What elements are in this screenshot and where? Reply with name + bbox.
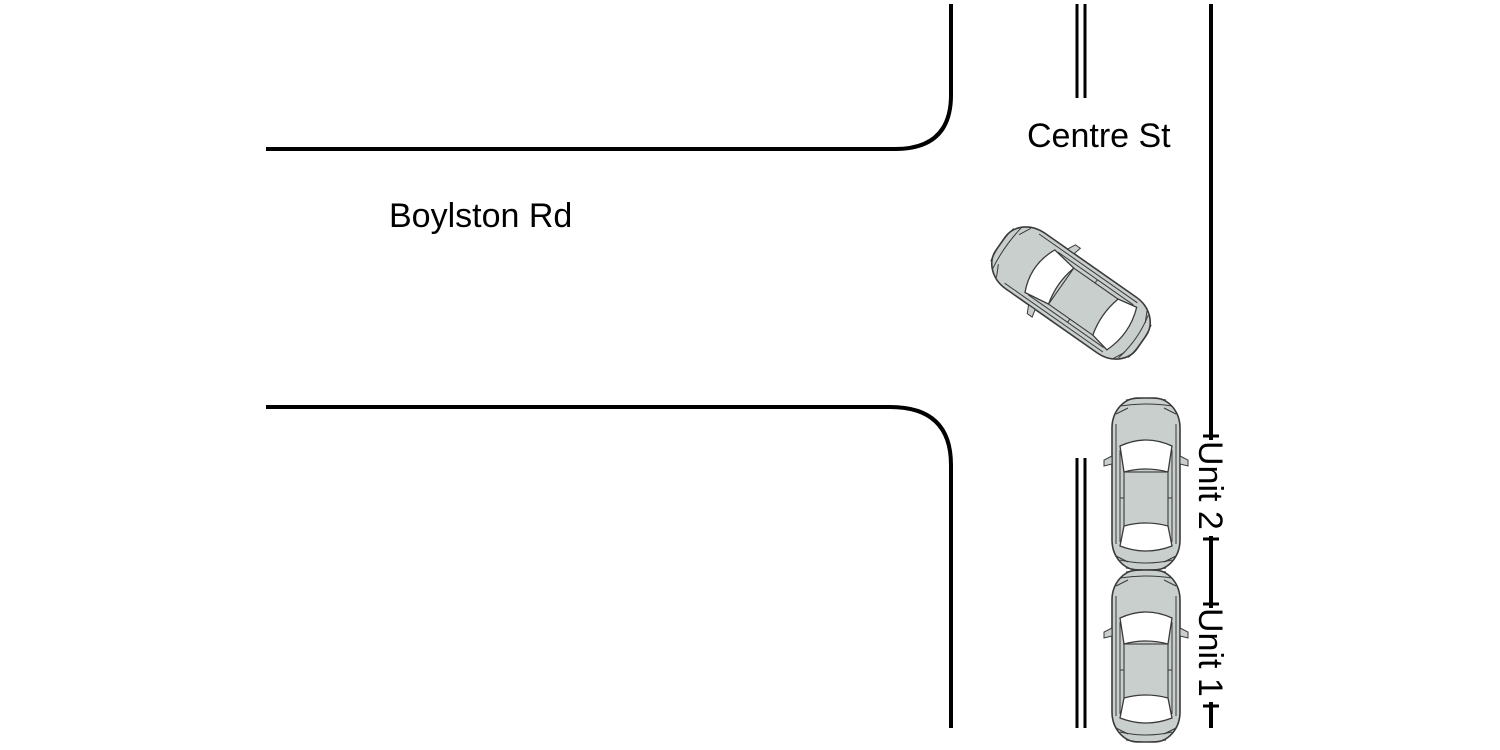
unit-1-label-gap xyxy=(1196,608,1226,702)
street-label-boylston: Boylston Rd xyxy=(389,197,572,235)
unit-2-label: Unit 2 xyxy=(1191,441,1229,530)
boylston-north-edge xyxy=(266,4,953,151)
vehicle-3 xyxy=(975,208,1167,378)
unit-2-label-gap xyxy=(1196,440,1226,536)
vehicle-unit-1 xyxy=(1103,569,1189,743)
boylston-south-edge xyxy=(266,405,953,728)
unit-1-label: Unit 1 xyxy=(1191,608,1229,697)
vehicle-unit-2 xyxy=(1103,397,1189,571)
street-label-centre: Centre St xyxy=(1027,117,1171,155)
